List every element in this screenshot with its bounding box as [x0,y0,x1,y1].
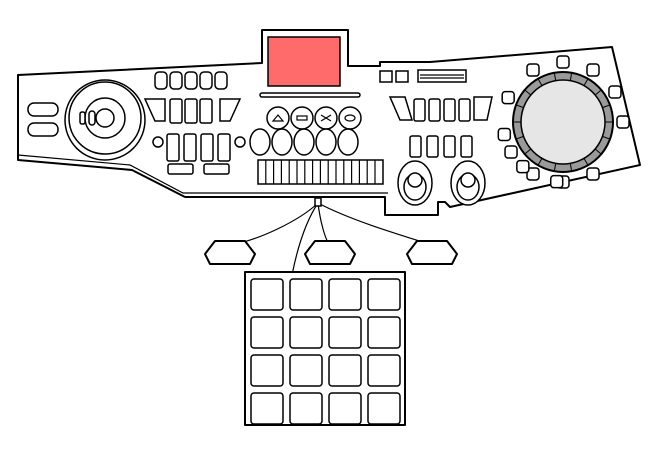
keypad-key[interactable] [250,316,284,349]
panel-button[interactable] [460,135,473,158]
trackball-key[interactable] [526,63,540,77]
trackball-key[interactable] [501,90,515,105]
large-button[interactable] [337,128,359,156]
panel-button[interactable] [443,98,456,122]
trackball-key[interactable] [526,167,540,181]
large-button[interactable] [249,128,271,156]
keypad-key[interactable] [367,316,401,349]
indicator-strip [259,92,361,98]
trackball[interactable] [512,71,614,173]
panel-button[interactable] [473,96,493,121]
display-screen [267,36,341,87]
function-key[interactable] [169,71,183,90]
panel-button[interactable] [183,133,197,162]
trackball-key[interactable] [608,85,622,99]
keypad-key[interactable] [328,392,362,425]
keypad-key[interactable] [328,354,362,387]
keypad-key[interactable] [250,278,284,311]
trackball-key[interactable] [586,63,600,77]
function-key[interactable] [199,71,213,90]
function-key[interactable] [214,71,228,90]
keypad-key[interactable] [367,278,401,311]
panel-button[interactable] [428,98,441,122]
small-button[interactable] [395,70,409,83]
panel-button[interactable] [169,98,183,124]
trackball-key[interactable] [516,159,530,174]
rocker-button[interactable] [167,163,194,175]
trackball-key[interactable] [497,127,512,142]
panel-button[interactable] [426,135,439,158]
cable-connector [314,197,322,207]
toggle-switch[interactable] [27,122,59,137]
keypad-key[interactable] [289,392,323,425]
panel-button[interactable] [199,98,213,124]
keypad-key[interactable] [367,392,401,425]
panel-button[interactable] [458,98,471,122]
keypad-key[interactable] [250,354,284,387]
small-button[interactable] [379,70,393,83]
minus-icon [296,115,308,121]
keypad-key[interactable] [328,316,362,349]
panel-button[interactable] [409,135,422,158]
large-button[interactable] [293,128,315,156]
panel-button[interactable] [184,98,198,124]
small-knob[interactable] [152,136,164,148]
function-key[interactable] [184,71,198,90]
foot-pedal[interactable] [304,240,356,265]
trackball-key[interactable] [616,115,630,129]
foot-pedal[interactable] [204,240,256,265]
panel-button[interactable] [166,133,180,162]
panel-button[interactable] [413,98,426,122]
large-button[interactable] [271,128,293,156]
triangle-icon [271,114,285,122]
oval-icon [344,114,356,122]
keypad-key[interactable] [289,354,323,387]
keypad-key[interactable] [289,316,323,349]
keypad-key[interactable] [289,278,323,311]
trackball-key[interactable] [549,174,564,189]
oval-button[interactable] [338,106,362,130]
cable [229,202,433,276]
keypad-key[interactable] [250,392,284,425]
panel-button[interactable] [443,135,456,158]
keypad-key[interactable] [367,354,401,387]
minus-button[interactable] [290,106,314,130]
trackball-key[interactable] [556,55,570,69]
panel-button[interactable] [143,98,166,122]
cross-icon [320,114,332,122]
large-button[interactable] [315,128,337,156]
joystick-knob[interactable] [397,160,433,206]
panel-button[interactable] [388,96,414,121]
keypad-key[interactable] [328,278,362,311]
card-slot [417,69,467,83]
function-key[interactable] [154,71,168,90]
small-knob[interactable] [234,136,246,148]
trackball-key[interactable] [586,167,600,181]
rocker-button[interactable] [203,163,230,175]
panel-button[interactable] [217,133,231,162]
panel-button[interactable] [219,98,242,122]
triangle-button[interactable] [266,106,290,130]
rotary-wheel[interactable] [64,79,146,161]
panel-edge-line [17,154,388,194]
joystick-knob[interactable] [450,160,486,206]
toggle-switch[interactable] [27,102,59,117]
foot-pedal[interactable] [406,240,458,265]
trackball-key[interactable] [504,145,518,159]
panel-button[interactable] [200,133,214,162]
